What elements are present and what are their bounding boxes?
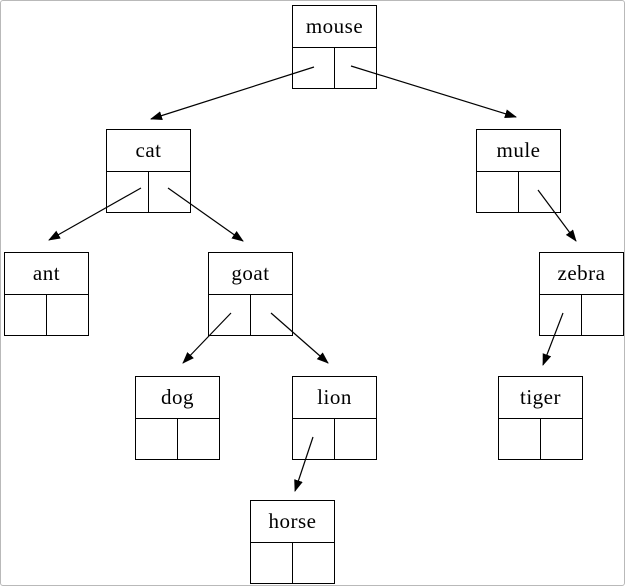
pointer-cells: [477, 172, 560, 212]
pointer-cells: [540, 295, 623, 335]
left-pointer-cell: [136, 419, 177, 459]
node-goat: goat: [208, 252, 293, 336]
pointer-cells: [293, 419, 376, 459]
left-pointer-cell: [251, 543, 292, 583]
right-pointer-cell: [177, 419, 219, 459]
node-zebra: zebra: [539, 252, 624, 336]
left-pointer-cell: [293, 419, 334, 459]
node-mouse: mouse: [292, 5, 377, 89]
pointer-cells: [136, 419, 219, 459]
right-pointer-cell: [540, 419, 582, 459]
right-pointer-cell: [518, 172, 560, 212]
node-label-lion: lion: [293, 377, 376, 419]
node-tiger: tiger: [498, 376, 583, 460]
left-pointer-cell: [477, 172, 518, 212]
node-label-ant: ant: [5, 253, 88, 295]
node-horse: horse: [250, 500, 335, 584]
left-pointer-cell: [293, 48, 334, 88]
pointer-cells: [293, 48, 376, 88]
right-pointer-cell: [334, 48, 376, 88]
node-label-mule: mule: [477, 130, 560, 172]
node-lion: lion: [292, 376, 377, 460]
pointer-cells: [209, 295, 292, 335]
right-pointer-cell: [334, 419, 376, 459]
node-dog: dog: [135, 376, 220, 460]
edge-mouse-cat: [150, 66, 315, 120]
node-mule: mule: [476, 129, 561, 213]
node-label-cat: cat: [107, 130, 190, 172]
pointer-cells: [499, 419, 582, 459]
right-pointer-cell: [581, 295, 623, 335]
right-pointer-cell: [250, 295, 292, 335]
pointer-cells: [107, 172, 190, 212]
left-pointer-cell: [107, 172, 148, 212]
right-pointer-cell: [46, 295, 88, 335]
node-ant: ant: [4, 252, 89, 336]
node-label-horse: horse: [251, 501, 334, 543]
right-pointer-cell: [148, 172, 190, 212]
node-cat: cat: [106, 129, 191, 213]
left-pointer-cell: [5, 295, 46, 335]
left-pointer-cell: [540, 295, 581, 335]
left-pointer-cell: [209, 295, 250, 335]
node-label-goat: goat: [209, 253, 292, 295]
node-label-mouse: mouse: [293, 6, 376, 48]
node-label-zebra: zebra: [540, 253, 623, 295]
pointer-cells: [5, 295, 88, 335]
node-label-tiger: tiger: [499, 377, 582, 419]
pointer-cells: [251, 543, 334, 583]
right-pointer-cell: [292, 543, 334, 583]
node-label-dog: dog: [136, 377, 219, 419]
left-pointer-cell: [499, 419, 540, 459]
